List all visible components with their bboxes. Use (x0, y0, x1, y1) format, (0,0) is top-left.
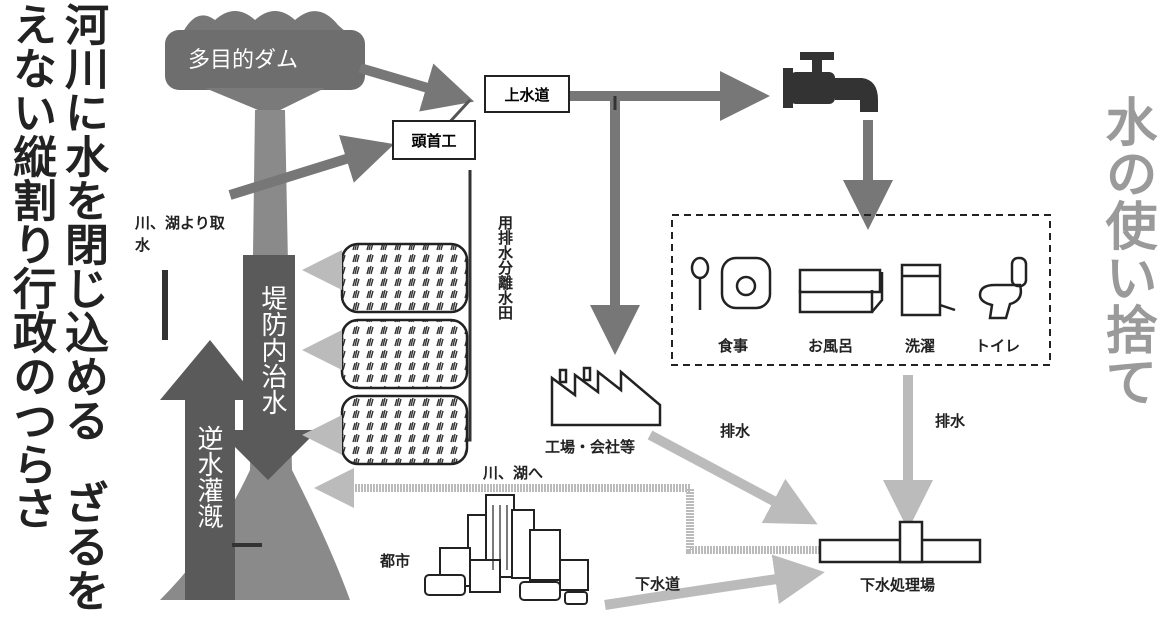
sewer-arrow (604, 554, 825, 610)
household-item-meal: 食事 (718, 337, 749, 355)
reverse-arrow (160, 340, 258, 600)
reverse-irrigation-label: 逆水灌漑 (193, 425, 223, 529)
household-item-toilet: トイレ (975, 337, 1021, 355)
sewer-label: 下水道 (635, 575, 681, 593)
faucet-icon (783, 52, 878, 112)
city-icon (424, 494, 589, 605)
drainage-label-2: 排水 (935, 412, 966, 430)
paddy-drain-line (468, 170, 472, 442)
headline-col-1-suffix: ざるを (57, 480, 108, 612)
treatment-plant-icon (818, 520, 982, 564)
factory-label: 工場・会社等 (545, 438, 636, 456)
water-supply-box: 上水道 (484, 75, 570, 113)
household-item-laundry: 洗濯 (905, 337, 936, 355)
bathtub-icon (798, 268, 884, 314)
toilet-icon (978, 256, 1028, 320)
dam-label: 多目的ダム (188, 48, 299, 73)
dam-to-supply-arrow (358, 63, 475, 112)
levee-flood-label: 堤防内治水 (257, 285, 287, 415)
household-item-bath: お風呂 (808, 337, 854, 355)
side-title: 水の使い捨て (1096, 95, 1156, 407)
paddy-field-1 (340, 242, 469, 314)
intake-label: 川、湖より取水 (135, 214, 225, 254)
headline-col-1: 河川に水を閉じ込める (57, 2, 108, 442)
rice-cooker-icon (690, 256, 772, 310)
factory-drainage-arrow (647, 430, 818, 525)
city-label: 都市 (380, 552, 411, 570)
headworks-box: 頭首工 (392, 120, 476, 160)
paddy-field-3 (340, 394, 469, 466)
treatment-plant-label: 下水処理場 (860, 576, 936, 594)
to-river-label: 川、湖へ (483, 464, 544, 482)
trunk-to-headworks-arrow (228, 135, 395, 200)
headline-col-2: えない縦割り行政のつらさ (5, 2, 56, 530)
flood-arrow (218, 255, 318, 480)
factory-icon (550, 366, 662, 427)
dam-body (165, 30, 365, 90)
drainage-label-1: 排水 (720, 422, 751, 440)
dam-base (205, 88, 325, 115)
paddy-field-2 (340, 318, 469, 390)
washing-machine-icon (900, 263, 956, 317)
treatment-to-river-arrow (314, 468, 820, 554)
drainage-paddy-label: 用排水分離水田 (496, 215, 514, 320)
